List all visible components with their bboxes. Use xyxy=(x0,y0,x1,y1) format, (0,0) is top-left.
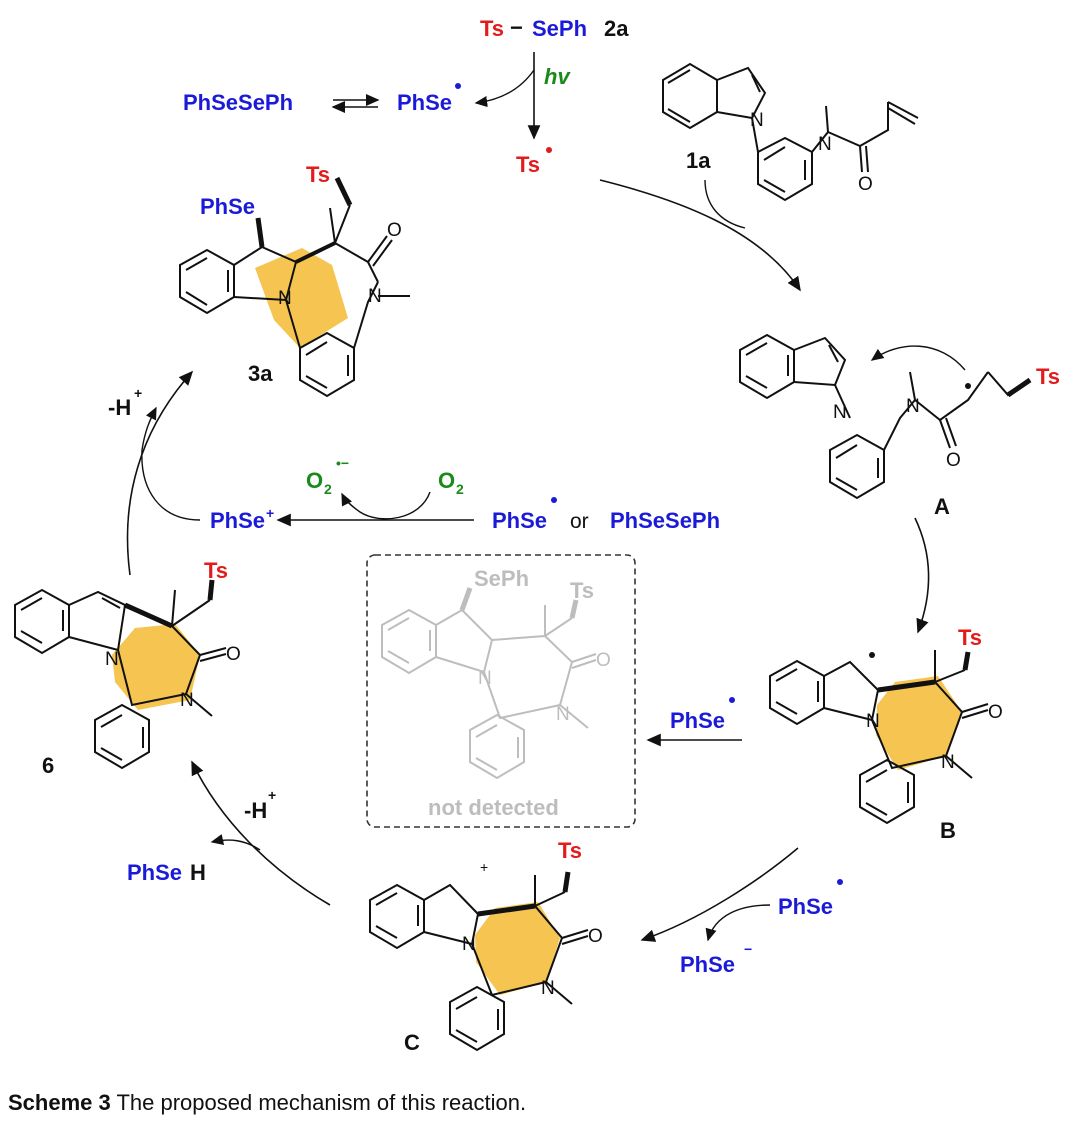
6-to-3a-arrow xyxy=(126,370,194,576)
ts-label: Ts xyxy=(958,625,982,650)
phse-label: PhSe xyxy=(200,194,255,219)
phse-minus-label: PhSe xyxy=(680,952,735,977)
phse-release-arrow xyxy=(474,69,535,108)
o2-reduction-arrow xyxy=(341,491,431,520)
gray-adduct: SePh Ts O N N not detected xyxy=(381,566,611,820)
equilibrium-arrows xyxy=(331,94,380,113)
phsesephh-label: PhSeSePh xyxy=(610,508,720,533)
ts-label: Ts xyxy=(306,162,330,187)
phse-radical-label: PhSe xyxy=(778,894,833,919)
product-3a xyxy=(179,176,410,398)
scheme-caption: Scheme 3 The proposed mechanism of this … xyxy=(8,1090,526,1116)
superoxide-sub: 2 xyxy=(324,481,332,497)
intermediate-a xyxy=(739,333,1031,500)
label-6: 6 xyxy=(42,753,54,778)
bond-dash: − xyxy=(510,15,523,40)
atom-o: O xyxy=(988,702,1003,723)
label-1a: 1a xyxy=(686,148,711,173)
phse-plus-attack-arrow xyxy=(141,406,201,521)
radical-dot xyxy=(546,147,552,153)
cyclization-arrow xyxy=(870,345,966,371)
not-detected-label: not detected xyxy=(428,795,559,820)
minus-sign: − xyxy=(744,941,752,957)
substrate-1a xyxy=(662,62,919,202)
ts-label: Ts xyxy=(480,16,504,41)
ts-label: Ts xyxy=(570,578,594,603)
atom-o: O xyxy=(588,926,603,947)
mechanism-diagram: Ts − SePh 2a hv PhSeSePh PhSe Ts N N O 1… xyxy=(14,15,1060,1055)
seph-label: SePh xyxy=(474,566,529,591)
b-to-c-arrow xyxy=(640,847,799,942)
substrate-in-arrow xyxy=(704,179,746,229)
radical-dot xyxy=(455,83,461,89)
atom-n: N xyxy=(105,649,119,670)
superoxide-sup: •− xyxy=(336,455,349,471)
plus-sign: + xyxy=(134,385,142,401)
label-b: B xyxy=(940,818,956,843)
atom-n: N xyxy=(541,978,555,999)
ts-label: Ts xyxy=(558,838,582,863)
atom-o: O xyxy=(387,220,402,241)
superoxide-label: O xyxy=(306,468,323,493)
phse-radical-label: PhSe xyxy=(492,508,547,533)
ts-radical-label: Ts xyxy=(516,152,540,177)
atom-n: N xyxy=(368,286,382,307)
intermediate-b xyxy=(769,650,989,825)
caption-bold: Scheme 3 xyxy=(8,1090,111,1115)
atom-n: N xyxy=(478,668,492,689)
minus-h-label: -H xyxy=(108,395,131,420)
radical-dot xyxy=(551,497,557,503)
intermediate-c xyxy=(369,871,589,1052)
plus-sign: + xyxy=(266,505,274,521)
proton-loss-arrow xyxy=(210,834,261,851)
atom-n: N xyxy=(906,396,920,417)
atom-n: N xyxy=(941,752,955,773)
atom-n: N xyxy=(833,402,847,423)
phse-radical-label: PhSe xyxy=(397,90,452,115)
atom-n: N xyxy=(556,704,570,725)
electron-transfer-arrow xyxy=(705,904,771,942)
cation-plus: + xyxy=(480,859,488,875)
atom-n: N xyxy=(818,134,832,155)
atom-n: N xyxy=(462,934,476,955)
atom-o: O xyxy=(596,650,611,671)
radical-dot xyxy=(837,879,843,885)
phseh-label: PhSe xyxy=(127,860,182,885)
ts-label: Ts xyxy=(204,558,228,583)
a-to-b-arrow xyxy=(914,517,930,634)
atom-n: N xyxy=(278,288,292,309)
label-2a: 2a xyxy=(604,16,629,41)
o2-sub: 2 xyxy=(456,481,464,497)
phsesephh-label: PhSeSePh xyxy=(183,90,293,115)
hv-label: hv xyxy=(544,64,571,89)
phseh-h: H xyxy=(190,860,206,885)
label-c: C xyxy=(404,1030,420,1055)
label-3a: 3a xyxy=(248,361,273,386)
atom-n: N xyxy=(750,110,764,131)
not-detected-box xyxy=(366,554,636,828)
atom-o: O xyxy=(226,644,241,665)
o2-label: O xyxy=(438,468,455,493)
reagent-2a: Ts − SePh 2a xyxy=(480,15,629,41)
caption-text: The proposed mechanism of this reaction. xyxy=(116,1090,527,1115)
plus-sign: + xyxy=(268,787,276,803)
ts-addition-arrow xyxy=(599,179,801,292)
radical-dot xyxy=(729,697,735,703)
c-to-6-arrow xyxy=(191,760,331,906)
atom-o: O xyxy=(946,450,961,471)
ts-label: Ts xyxy=(1036,364,1060,389)
minus-h-label: -H xyxy=(244,798,267,823)
compound-6 xyxy=(14,579,227,770)
label-a: A xyxy=(934,494,950,519)
radical-dot xyxy=(965,383,971,389)
phse-label: PhSe xyxy=(670,708,725,733)
wedge-bond xyxy=(1006,377,1032,398)
seph-label: SePh xyxy=(532,16,587,41)
atom-n: N xyxy=(180,690,194,711)
atom-n: N xyxy=(866,711,880,732)
phse-plus-label: PhSe xyxy=(210,508,265,533)
or-label: or xyxy=(570,510,589,533)
atom-o: O xyxy=(858,174,873,195)
